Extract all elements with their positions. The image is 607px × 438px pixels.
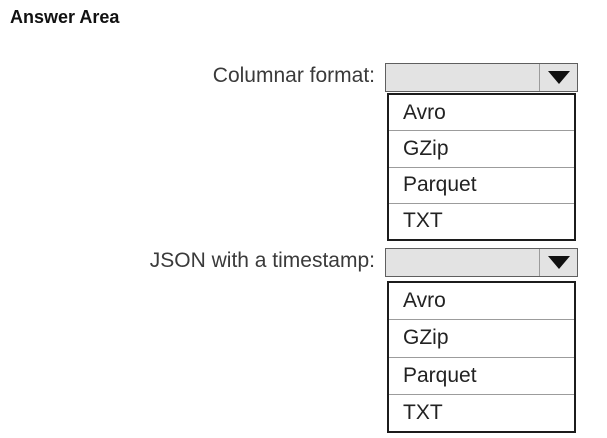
columnar-format-option-list: Avro GZip Parquet TXT xyxy=(387,93,576,241)
option-gzip[interactable]: GZip xyxy=(389,319,574,357)
option-avro[interactable]: Avro xyxy=(389,95,574,131)
columnar-format-dropdown-button[interactable] xyxy=(539,64,577,91)
question-label-json-timestamp: JSON with a timestamp: xyxy=(149,249,375,272)
json-timestamp-dropdown-button[interactable] xyxy=(539,249,577,276)
question-label-columnar-format: Columnar format: xyxy=(212,64,375,87)
option-parquet[interactable]: Parquet xyxy=(389,356,574,394)
option-txt[interactable]: TXT xyxy=(389,202,574,239)
answer-area-title: Answer Area xyxy=(10,7,120,27)
json-timestamp-option-list: Avro GZip Parquet TXT xyxy=(387,281,576,433)
option-parquet[interactable]: Parquet xyxy=(389,166,574,203)
columnar-format-dropdown[interactable] xyxy=(385,63,578,92)
option-gzip[interactable]: GZip xyxy=(389,130,574,167)
option-avro[interactable]: Avro xyxy=(389,283,574,320)
dropdown-arrow-icon xyxy=(547,71,570,84)
option-txt[interactable]: TXT xyxy=(389,393,574,431)
dropdown-arrow-icon xyxy=(547,256,570,269)
json-timestamp-dropdown[interactable] xyxy=(385,248,578,277)
